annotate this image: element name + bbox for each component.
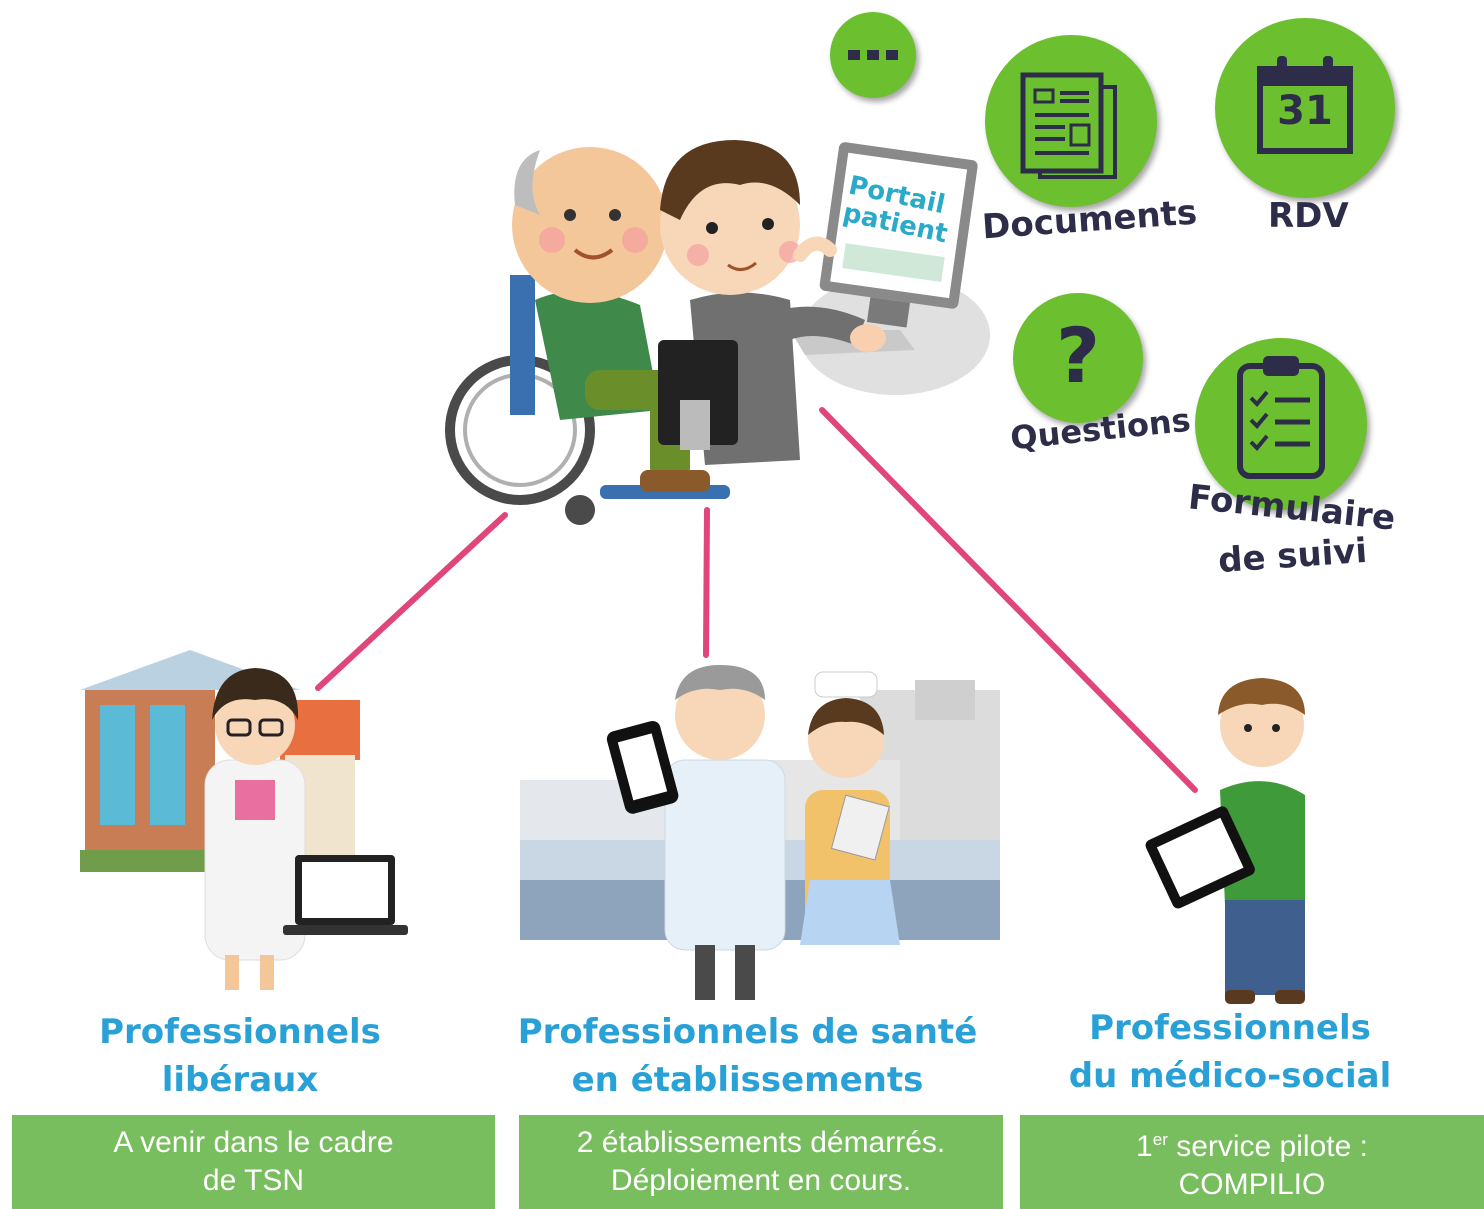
liberal-professional-illustration <box>80 650 408 990</box>
connector-liberaux <box>315 512 508 691</box>
documents-service[interactable] <box>985 35 1157 207</box>
question-mark-icon: ? <box>1055 311 1101 400</box>
liberaux-status-box: A venir dans le cadre de TSN <box>12 1115 495 1209</box>
clipboard-checklist-icon <box>1237 356 1325 479</box>
liberaux-title: Professionnels libéraux <box>40 1008 440 1104</box>
liberaux-status-line1: A venir dans le cadre <box>113 1126 394 1159</box>
connector-etablissements <box>703 507 710 658</box>
medico-social-title: Professionnels du médico-social <box>1030 1004 1430 1100</box>
liberaux-title-line1: Professionnels <box>99 1012 381 1052</box>
rdv-service[interactable]: 31 <box>1215 18 1395 198</box>
etablissements-title: Professionnels de santé en établissement… <box>500 1008 995 1104</box>
medico-social-professional-illustration <box>1145 678 1305 1004</box>
questions-service[interactable]: ? <box>1013 293 1143 423</box>
ordinal-suffix: er <box>1152 1129 1168 1149</box>
connector-medico-social <box>819 407 1198 793</box>
etablissements-status-line1: 2 établissements démarrés. <box>576 1126 946 1159</box>
document-icon <box>1020 72 1117 179</box>
medico-social-status-line1: 1er service pilote : <box>1020 1121 1484 1166</box>
medico-social-title-line2: du médico-social <box>1068 1056 1392 1096</box>
status-line1-suffix: service pilote : <box>1167 1129 1368 1163</box>
ordinal-number: 1 <box>1136 1129 1153 1163</box>
connector-lines <box>315 407 1198 793</box>
formulaire-service[interactable] <box>1195 338 1367 510</box>
etablissements-status-box: 2 établissements démarrés. Déploiement e… <box>519 1115 1003 1209</box>
medico-social-status-box: 1er service pilote : COMPILIO <box>1020 1115 1484 1209</box>
calendar-day-text: 31 <box>1277 88 1333 134</box>
etablissements-title-line2: en établissements <box>571 1060 924 1100</box>
calendar-icon: 31 <box>1257 56 1353 154</box>
medico-social-status-line2: COMPILIO <box>1178 1167 1326 1201</box>
hub-illustration <box>445 140 990 525</box>
more-services-button[interactable] <box>830 12 916 98</box>
computer-monitor-icon <box>819 142 978 328</box>
rdv-label: RDV <box>1268 196 1349 236</box>
ellipsis-icon <box>848 50 898 60</box>
etablissements-status-line2: Déploiement en cours. <box>610 1164 912 1197</box>
liberaux-title-line2: libéraux <box>161 1060 319 1100</box>
medico-social-title-line1: Professionnels <box>1089 1008 1371 1048</box>
etablissements-title-line1: Professionnels de santé <box>517 1012 978 1052</box>
hospital-professionals-illustration <box>520 665 1000 1000</box>
liberaux-status-line2: de TSN <box>202 1164 305 1197</box>
